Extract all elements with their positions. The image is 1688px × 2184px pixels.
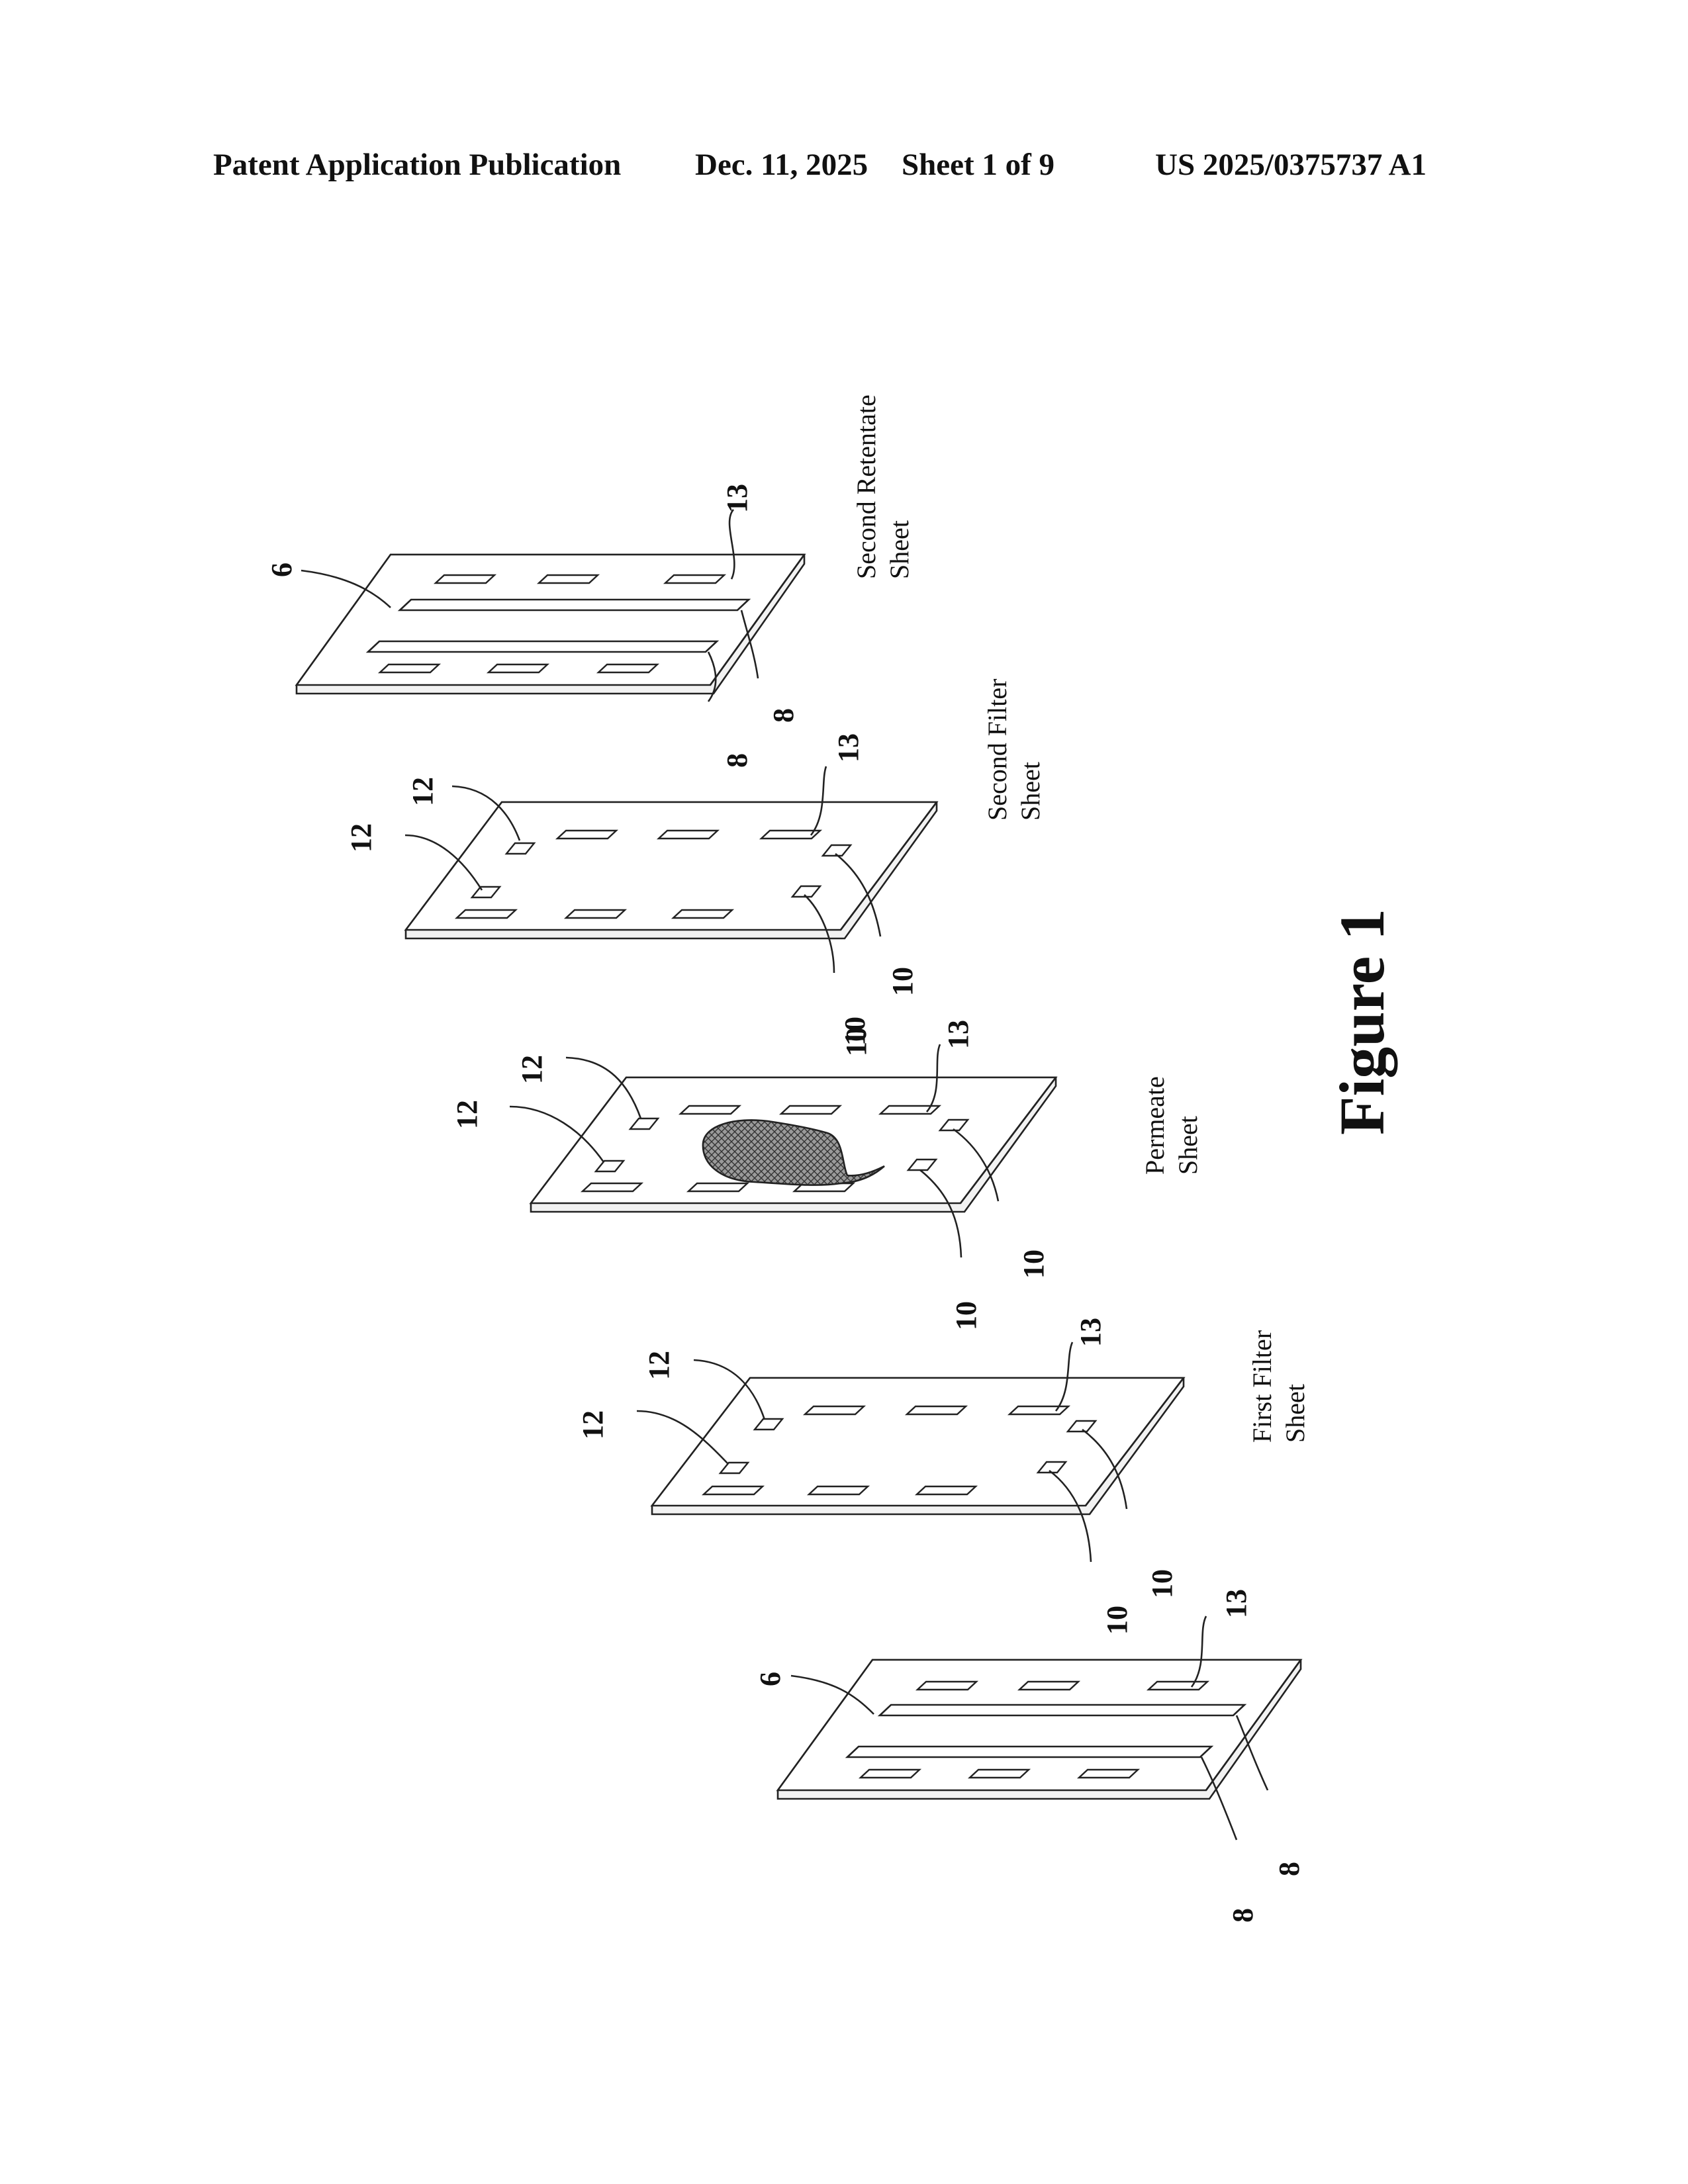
ref-13-bottom: 13 [1220, 1589, 1252, 1618]
ref-13-p: 13 [942, 1020, 974, 1049]
label-permeate-line2: Sheet [1173, 1116, 1203, 1175]
ref-12-sf-a: 12 [406, 777, 439, 806]
ref-6-bottom: 6 [754, 1672, 786, 1686]
ref-8-top-b: 8 [721, 753, 753, 768]
ref-10-ff-bottom-a: 10 [1146, 1569, 1178, 1598]
first-retentate-sheet [778, 1660, 1301, 1799]
label-permeate: Permeate Sheet [1140, 1076, 1203, 1175]
ref-10-p-top: 10 [840, 1027, 872, 1056]
ref-10-ff-bottom-b: 10 [1101, 1606, 1133, 1635]
ref-10-sf-a: 10 [886, 967, 919, 996]
permeate-sheet [531, 1077, 1056, 1212]
ref-12-ff-a: 12 [643, 1351, 675, 1380]
ref-6-top: 6 [265, 563, 298, 577]
first-filter-sheet [652, 1378, 1184, 1514]
label-first-filter-line2: Sheet [1280, 1384, 1310, 1443]
label-permeate-line1: Permeate [1140, 1076, 1170, 1175]
label-second-filter-line2: Sheet [1015, 762, 1045, 821]
label-second-filter: Second Filter Sheet [982, 679, 1045, 821]
ref-13-sf: 13 [832, 733, 865, 762]
ref-8-bottom-b: 8 [1227, 1908, 1259, 1923]
figure-title: Figure 1 [1327, 909, 1397, 1135]
label-second-filter-line1: Second Filter [982, 679, 1012, 821]
ref-8-top-a: 8 [767, 708, 800, 723]
label-first-filter: First Filter Sheet [1247, 1330, 1310, 1443]
label-second-retentate-line2: Sheet [884, 520, 914, 579]
ref-13-top-retentate: 13 [721, 484, 753, 513]
ref-12-p-a: 12 [516, 1055, 548, 1084]
label-second-retentate-line1: Second Retentate [851, 394, 881, 579]
ref-10-ff-top: 10 [950, 1301, 982, 1330]
ref-10-p-bottom: 10 [1017, 1250, 1050, 1279]
label-second-retentate: Second Retentate Sheet [851, 394, 914, 579]
ref-13-ff: 13 [1074, 1318, 1107, 1347]
ref-8-bottom-a: 8 [1273, 1862, 1305, 1876]
ref-12-p-b: 12 [451, 1100, 483, 1129]
ref-12-sf-b: 12 [345, 823, 377, 852]
label-first-filter-line1: First Filter [1247, 1330, 1277, 1443]
second-retentate-sheet [297, 555, 804, 694]
ref-12-ff-b: 12 [577, 1410, 609, 1439]
second-filter-sheet [406, 802, 937, 938]
